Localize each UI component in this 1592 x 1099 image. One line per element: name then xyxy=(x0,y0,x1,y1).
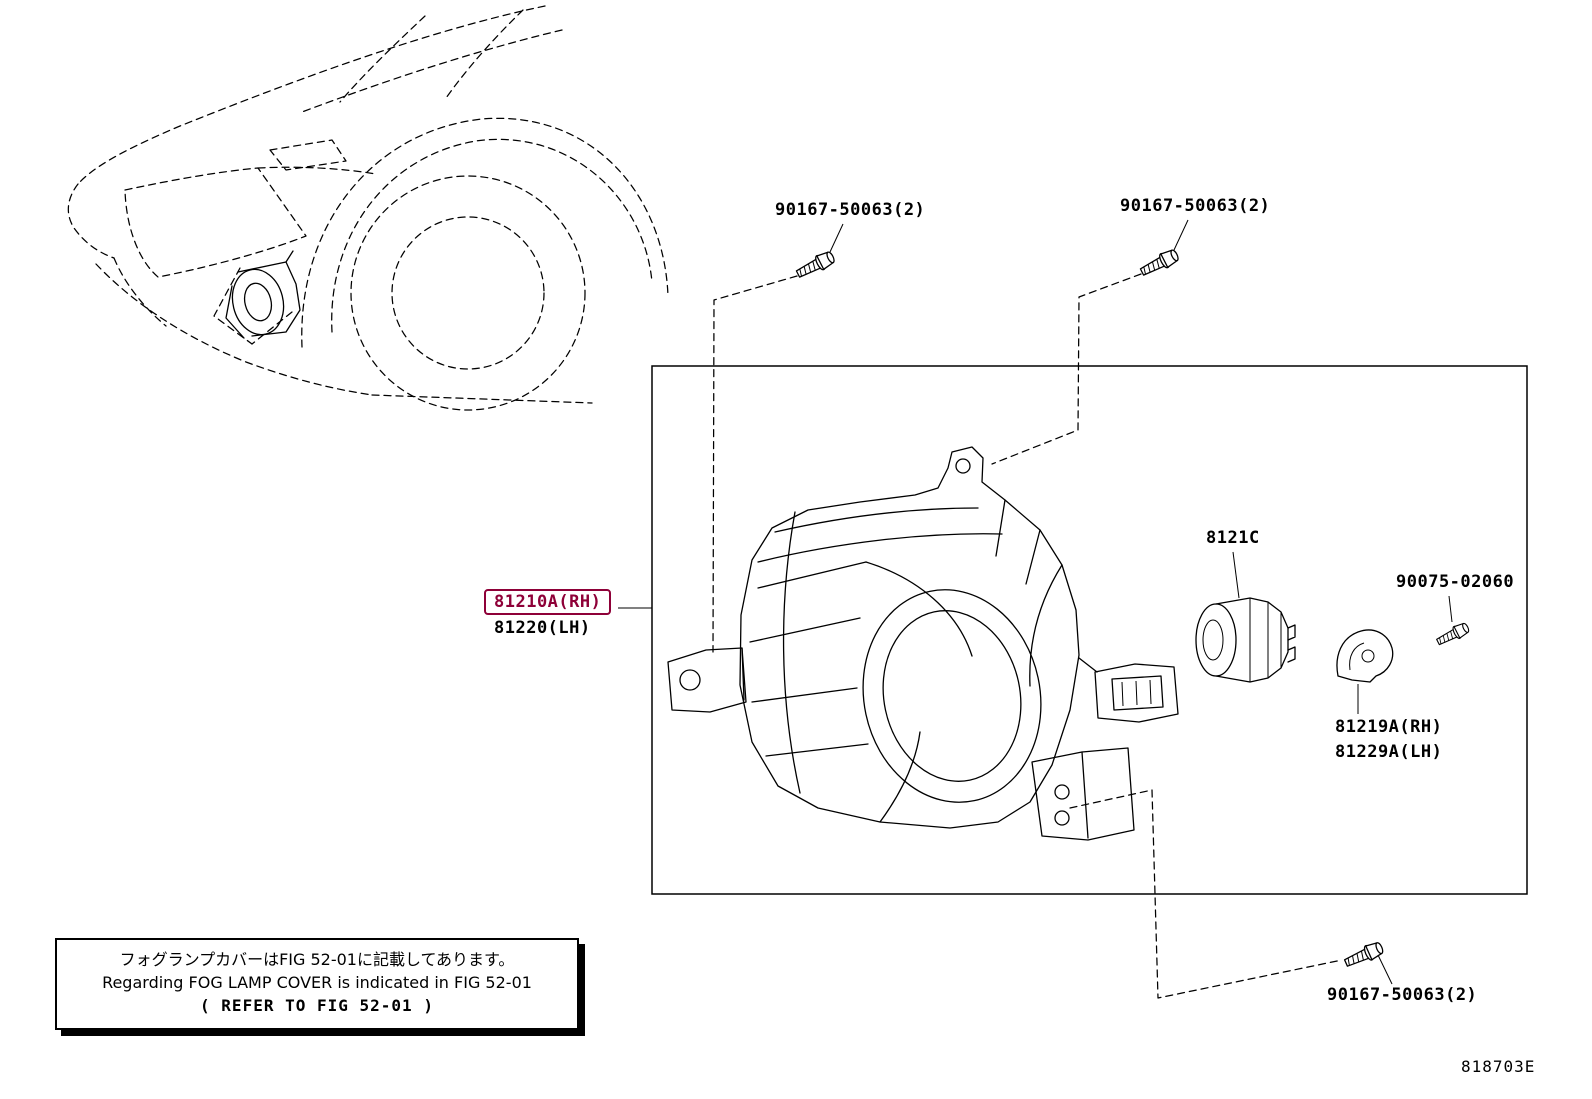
part-label-bolt-top-right[interactable]: 90167-50063(2) xyxy=(1120,196,1271,216)
parts-box-frame xyxy=(651,365,1528,895)
car-front-sketch xyxy=(67,5,669,411)
fog-lamp-housing-drawing xyxy=(667,446,1179,841)
part-label-bolt-top-left[interactable]: 90167-50063(2) xyxy=(775,200,926,220)
bolt-icon-bottom xyxy=(1342,939,1386,971)
note-line-english: Regarding FOG LAMP COVER is indicated in… xyxy=(102,973,532,993)
part-label-housing-rh-highlighted[interactable]: 81210A(RH) xyxy=(484,589,612,615)
part-label-bracket-rh[interactable]: 81219A(RH) xyxy=(1335,717,1443,737)
part-label-housing-lh[interactable]: 81220(LH) xyxy=(494,618,591,638)
note-line-reference: ( REFER TO FIG 52-01 ) xyxy=(200,996,434,1016)
dashed-leader-lines xyxy=(712,273,1343,999)
installed-fog-lamp-detail xyxy=(213,250,301,345)
note-line-japanese: フォグランプカバーはFIG 52-01に記載してあります。 xyxy=(119,950,515,969)
bolt-icon-top-left xyxy=(793,248,838,282)
retainer-bracket-drawing xyxy=(1336,629,1394,683)
bulb-socket-drawing xyxy=(1195,597,1296,683)
bolt-icon-top-right xyxy=(1137,246,1182,280)
part-label-screw-right[interactable]: 90075-02060 xyxy=(1396,572,1515,592)
part-label-bolt-bottom[interactable]: 90167-50063(2) xyxy=(1327,985,1478,1005)
part-label-socket[interactable]: 8121C xyxy=(1206,528,1260,548)
figure-code: 818703E xyxy=(1461,1057,1536,1076)
part-label-bracket-lh[interactable]: 81229A(LH) xyxy=(1335,742,1443,762)
label-leader-lines xyxy=(618,219,1453,985)
screw-icon-right xyxy=(1434,620,1472,649)
fog-lamp-cover-note: フォグランプカバーはFIG 52-01に記載してあります。 Regarding … xyxy=(55,938,579,1030)
